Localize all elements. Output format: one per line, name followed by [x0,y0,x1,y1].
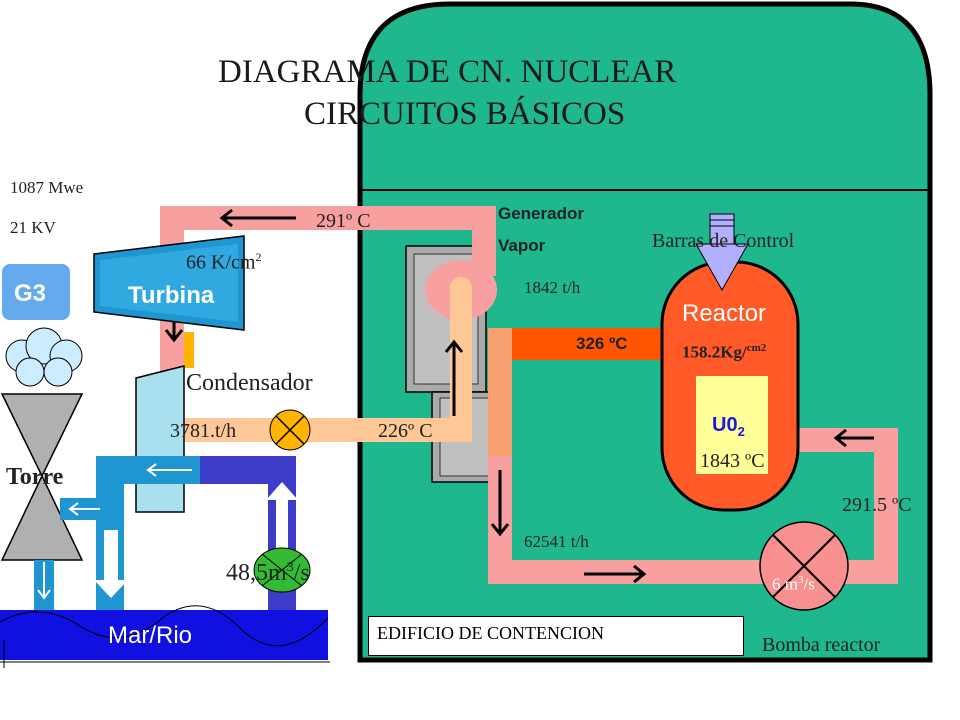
cooling-arrow-drain-head [37,589,51,600]
title-line-2: CIRCUITOS BÁSICOS [304,96,626,132]
steam-generator-label-2: Vapor [498,236,546,255]
feedwater-flow-label: 3781.t/h [170,420,237,442]
cooling-arrow-top-head [146,463,157,477]
reactor-pump-label: Bomba reactor [762,634,881,656]
containment-label: EDIFICIO DE CONTENCION [368,616,744,656]
feedwater-valve-cross-2 [275,415,305,445]
steam-flow-arrowhead [219,208,233,228]
reactor-pump-cross-2 [772,534,836,598]
title-line-1: DIAGRAMA DE CN. NUCLEAR [218,54,677,90]
reactor-pressure-sup: cm2 [746,342,767,354]
fuel-temp-label: 1843 ºC [700,450,765,472]
primary-pipe-right [874,428,898,584]
feedwater-up-arrowhead [444,339,464,353]
turbine-label: Turbina [128,282,215,309]
fuel-core [696,376,768,474]
cooling-flow-text: 48,5m [226,560,287,586]
primary-hot-riser [488,328,512,458]
plant-power: 1087 Mwe [10,178,84,197]
pump-flow-sup: 3 [797,574,804,586]
cooling-flow-label: 48,5m3/s [226,560,310,587]
cooling-arrows [37,463,192,600]
cooling-tower-steam-cloud [5,327,83,387]
sea-river-label: Mar/Rio [108,622,193,649]
reactor-label: Reactor [682,300,767,327]
steam-temp-label: 291º C [316,210,371,232]
feedwater-temp-label: 226º C [378,420,433,442]
feedwater-pipe-elbow [450,277,472,299]
steam-generator-label-1: Generador [498,204,584,223]
condenser-label: Condensador [186,370,313,396]
cooling-arrow-down-big [94,530,128,598]
generator-box [2,264,70,320]
sea-river [0,610,328,660]
sea-waves [0,605,329,647]
flow-meter-cross-2 [261,553,303,587]
primary-bottom-arrowhead [633,564,647,584]
cooling-flow-sup: 3 [286,560,294,575]
plant-voltage: 21 KV [10,218,56,237]
steam-pressure-sup: 2 [255,250,262,264]
primary-hot-leg [510,328,666,360]
fuel-label: U02 [712,414,745,439]
cooling-arrow-left-head [68,502,79,516]
tower-label: Torre [6,464,64,490]
turbine-inner [100,244,238,322]
reactor-pressure-label: 158.2Kg/cm2 [682,342,766,363]
cold-leg-arrowhead [833,428,847,448]
control-rods-label: Barras de Control [652,230,795,252]
primary-flow-label: 62541 t/h [524,532,589,551]
control-rods-arrowhead [695,243,749,292]
cold-leg-temp-label: 291.5 ºC [842,494,912,516]
pump-flow-unit: /s [803,574,815,594]
control-rods [709,213,735,245]
steam-pipe-top [160,206,496,230]
steam-flow-label: 1842 t/h [524,278,581,297]
pump-flow-label: 6 m3/s [772,574,815,595]
reactor-pressure-text: 158.2Kg/ [682,342,747,362]
hot-leg-temp-label: 326 ºC [576,334,628,353]
pump-flow-text: 6 m [772,574,798,594]
fuel-label-sub: 2 [737,424,745,439]
generator-label: G3 [14,280,47,307]
steam-down-arrowhead [164,329,184,343]
feedwater-pipe-bottom [160,418,472,442]
steam-pressure-label: 66 K/cm2 [186,250,261,275]
fuel-label-text: U0 [712,414,738,436]
turbine-exhaust [184,332,194,368]
steam-pressure-text: 66 K/cm [186,251,256,274]
cooling-flow-unit: /s [293,560,310,586]
cooling-arrow-up-big [266,482,298,570]
primary-down-arrowhead [490,523,510,537]
